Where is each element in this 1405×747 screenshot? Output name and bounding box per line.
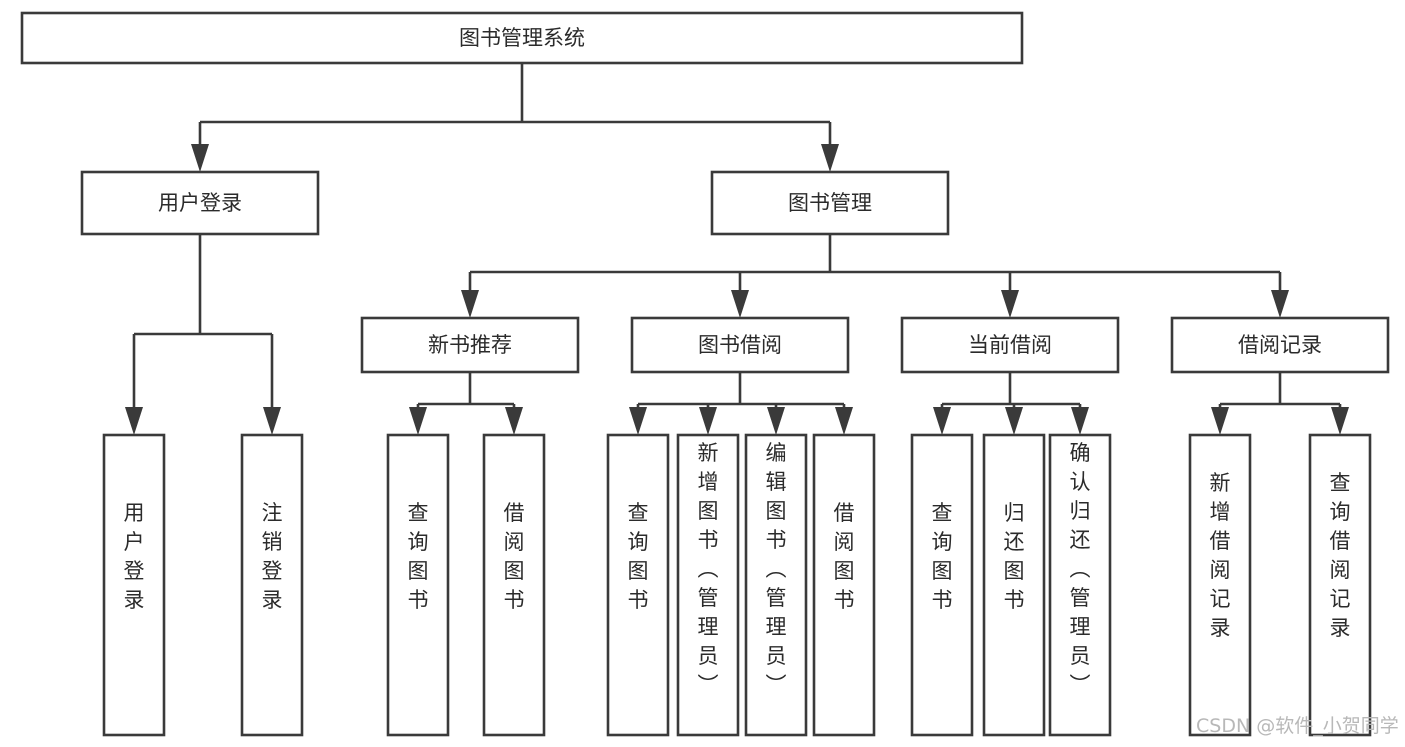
connector-layer (125, 63, 1349, 435)
node-new-book-recommendation-label: 新书推荐 (428, 333, 512, 357)
leaf-query-book-borrow-label: 查询图书 (628, 501, 649, 612)
arrowhead-leaf-confirm-return (1071, 407, 1089, 435)
node-root-label: 图书管理系统 (459, 26, 585, 50)
leaf-query-book-current[interactable]: 查询图书 (910, 433, 974, 737)
leaf-query-borrow-record-box[interactable] (1308, 433, 1372, 737)
node-book-borrowing-box[interactable] (630, 316, 850, 374)
node-current-borrowing-box[interactable] (900, 316, 1120, 374)
leaf-return-book-box[interactable] (982, 433, 1046, 737)
leaf-confirm-return-admin-box[interactable] (1048, 433, 1112, 737)
node-user-login[interactable]: 用户登录 (80, 170, 320, 236)
leaf-borrow-book-borrow-label: 借阅图书 (834, 501, 855, 612)
leaf-edit-book-admin-box[interactable] (744, 433, 808, 737)
leaf-confirm-return-admin[interactable]: 确认归还︵管理员︶ (1048, 433, 1112, 737)
leaf-query-book-rec-box[interactable] (386, 433, 450, 737)
leaf-user-login-box[interactable] (102, 433, 166, 737)
node-root-book-management-system[interactable]: 图书管理系统 (20, 11, 1024, 65)
node-book-management[interactable]: 图书管理 (710, 170, 950, 236)
arrowhead-book-borrow (731, 290, 749, 318)
arrowhead-new-book-rec (461, 290, 479, 318)
node-book-management-label: 图书管理 (788, 191, 872, 215)
arrowhead-leaf-query-book-3 (933, 407, 951, 435)
node-current-borrowing-label: 当前借阅 (968, 333, 1052, 357)
leaf-query-book-borrow[interactable]: 查询图书 (606, 433, 670, 737)
leaf-add-book-admin-box[interactable] (676, 433, 740, 737)
arrowhead-borrow-record (1271, 290, 1289, 318)
node-new-book-recommendation-box[interactable] (360, 316, 580, 374)
node-book-borrowing-label: 图书借阅 (698, 333, 782, 357)
arrowhead-leaf-edit-book (767, 407, 785, 435)
node-borrowing-records-box[interactable] (1170, 316, 1390, 374)
leaf-query-book-rec-label: 查询图书 (408, 501, 429, 612)
leaf-borrow-book-rec[interactable]: 借阅图书 (482, 433, 546, 737)
leaf-logout-box[interactable] (240, 433, 304, 737)
arrowhead-leaf-add-book (699, 407, 717, 435)
arrowhead-leaf-add-record (1211, 407, 1229, 435)
leaf-borrow-book-borrow[interactable]: 借阅图书 (812, 433, 876, 737)
leaf-add-book-admin-label: 新增图书︵管理员︶ (698, 441, 719, 697)
node-current-borrowing[interactable]: 当前借阅 (900, 316, 1120, 374)
leaf-edit-book-admin-label: 编辑图书︵管理员︶ (766, 441, 787, 697)
arrowhead-leaf-borrow-book-2 (835, 407, 853, 435)
leaf-add-borrow-record[interactable]: 新增借阅记录 (1188, 433, 1252, 737)
node-user-login-label: 用户登录 (158, 191, 242, 215)
node-root-box[interactable] (20, 11, 1024, 65)
leaf-query-book-borrow-box[interactable] (606, 433, 670, 737)
arrowhead-current-borrow (1001, 290, 1019, 318)
leaf-query-book-current-label: 查询图书 (932, 501, 953, 612)
leaf-return-book[interactable]: 归还图书 (982, 433, 1046, 737)
node-new-book-recommendation[interactable]: 新书推荐 (360, 316, 580, 374)
leaf-logout-label: 注销登录 (262, 501, 283, 612)
arrowhead-leaf-logout (263, 407, 281, 435)
leaf-query-book-rec[interactable]: 查询图书 (386, 433, 450, 737)
leaf-edit-book-admin[interactable]: 编辑图书︵管理员︶ (744, 433, 808, 737)
leaf-borrow-book-rec-label: 借阅图书 (504, 501, 525, 612)
arrowhead-leaf-user-login (125, 407, 143, 435)
arrowhead-leaf-query-record (1331, 407, 1349, 435)
leaf-return-book-label: 归还图书 (1004, 501, 1025, 612)
node-book-borrowing[interactable]: 图书借阅 (630, 316, 850, 374)
leaf-add-borrow-record-label: 新增借阅记录 (1210, 471, 1231, 640)
node-borrowing-records-label: 借阅记录 (1238, 333, 1322, 357)
leaf-query-borrow-record-label: 查询借阅记录 (1330, 471, 1351, 640)
arrowhead-user-login (191, 144, 209, 172)
leaf-user-login-label: 用户登录 (124, 501, 145, 612)
arrowhead-book-mgmt (821, 144, 839, 172)
arrowhead-leaf-borrow-book-1 (505, 407, 523, 435)
leaf-query-borrow-record[interactable]: 查询借阅记录 (1308, 433, 1372, 737)
leaf-add-book-admin[interactable]: 新增图书︵管理员︶ (676, 433, 740, 737)
arrowhead-leaf-query-book-2 (629, 407, 647, 435)
leaf-confirm-return-admin-label: 确认归还︵管理员︶ (1070, 441, 1091, 697)
leaf-logout[interactable]: 注销登录 (240, 433, 304, 737)
arrowhead-leaf-return-book (1005, 407, 1023, 435)
node-book-management-box[interactable] (710, 170, 950, 236)
node-borrowing-records[interactable]: 借阅记录 (1170, 316, 1390, 374)
arrowhead-leaf-query-book-1 (409, 407, 427, 435)
leaf-query-book-current-box[interactable] (910, 433, 974, 737)
csdn-watermark: CSDN @软件_小贺同学 (1196, 715, 1399, 737)
node-user-login-box[interactable] (80, 170, 320, 236)
leaf-borrow-book-borrow-box[interactable] (812, 433, 876, 737)
leaf-borrow-book-rec-box[interactable] (482, 433, 546, 737)
leaf-add-borrow-record-box[interactable] (1188, 433, 1252, 737)
leaf-user-login[interactable]: 用户登录 (102, 433, 166, 737)
